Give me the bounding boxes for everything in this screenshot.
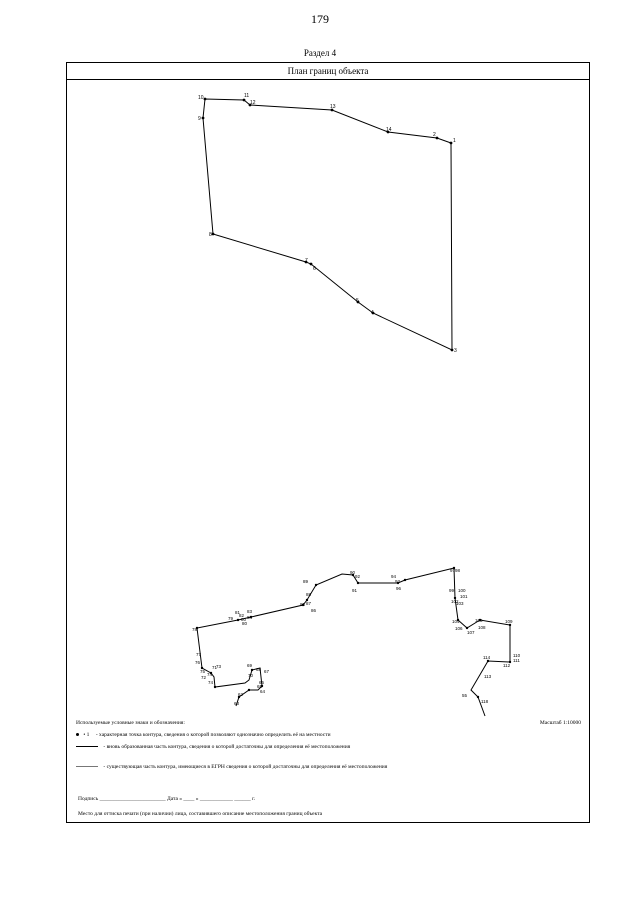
section-title: Раздел 4 [303,48,337,58]
svg-text:64: 64 [260,689,266,694]
legend-item-existing-line: - существующая часть контура, имеющиеся … [76,764,396,771]
page-number: 179 [311,12,329,26]
svg-text:82: 82 [239,613,245,618]
svg-text:85: 85 [300,602,306,607]
svg-text:87: 87 [306,601,312,606]
svg-text:105: 105 [475,618,483,623]
svg-text:7: 7 [305,258,308,264]
svg-text:74: 74 [208,680,214,685]
legend-point-text: - характерная точка контура, сведения о … [95,732,331,738]
svg-text:103: 103 [456,601,464,606]
svg-text:101: 101 [460,594,468,599]
svg-text:88: 88 [306,592,312,597]
svg-text:94: 94 [391,574,397,579]
legend-point-label: • 1 [83,732,90,738]
svg-text:71: 71 [212,665,218,670]
svg-text:89: 89 [303,579,309,584]
svg-text:76: 76 [195,660,201,665]
svg-text:12: 12 [250,100,256,106]
svg-text:83: 83 [247,609,253,614]
solid-line-icon [76,746,98,748]
svg-text:102: 102 [451,599,459,604]
grey-line-icon [76,766,98,768]
legend-item-new-line: - вновь образованная часть контура, свед… [76,744,396,751]
legend-heading: Используемые условные знаки и обозначени… [76,720,185,726]
svg-text:80: 80 [241,617,247,622]
svg-text:106: 106 [455,626,463,631]
legend-item-point: • 1 - характерная точка контура, сведени… [76,732,331,739]
svg-text:113: 113 [484,674,492,679]
svg-text:78: 78 [192,627,198,632]
svg-text:91: 91 [352,588,358,593]
svg-text:81: 81 [235,610,241,615]
svg-text:79: 79 [228,616,234,621]
svg-text:98: 98 [455,568,461,573]
svg-text:99: 99 [449,588,455,593]
svg-text:77: 77 [196,652,202,657]
svg-text:11: 11 [244,93,249,99]
svg-text:97: 97 [450,568,456,573]
svg-text:1: 1 [453,138,456,144]
legend-existing-line-text: - существующая часть контура, имеющиеся … [103,764,388,770]
svg-text:73: 73 [216,664,222,669]
svg-text:62: 62 [238,692,244,697]
svg-text:4: 4 [371,310,374,316]
point-marker-icon [76,733,79,737]
frame-title: План границ объекта [67,63,589,80]
svg-text:96: 96 [396,586,402,591]
svg-text:55: 55 [462,693,468,698]
svg-text:74: 74 [207,672,213,677]
svg-text:65: 65 [257,684,263,689]
legend-new-line-text: - вновь образованная часть контура, свед… [103,744,351,750]
svg-text:92: 92 [355,574,361,579]
svg-text:14: 14 [386,127,392,133]
svg-text:66: 66 [259,680,265,685]
svg-text:67: 67 [264,669,270,674]
svg-text:114: 114 [483,655,491,660]
svg-text:84: 84 [247,615,253,620]
lower-contour-points [195,566,512,699]
signature-line: Подпись ________________________ Дата « … [78,796,256,802]
svg-text:109: 109 [505,619,513,624]
svg-text:111: 111 [513,658,520,663]
svg-text:70: 70 [248,673,254,678]
svg-text:68: 68 [256,667,262,672]
stamp-note: Место для оттиска печати (при наличии) л… [78,811,323,817]
svg-text:107: 107 [467,630,475,635]
svg-text:93: 93 [395,579,401,584]
svg-text:104: 104 [452,619,460,624]
svg-text:75: 75 [200,669,206,674]
svg-text:63: 63 [234,701,240,706]
upper-contour [202,98,453,351]
svg-text:6: 6 [313,266,316,272]
svg-text:13: 13 [330,104,336,110]
svg-text:8: 8 [209,232,212,238]
svg-text:100: 100 [458,588,466,593]
document-frame: План границ объекта [66,62,590,823]
svg-text:108: 108 [478,625,486,630]
svg-text:110: 110 [513,653,521,658]
upper-contour-points [201,97,454,352]
svg-text:10: 10 [198,95,204,101]
svg-text:112: 112 [503,663,511,668]
svg-text:5: 5 [356,298,359,304]
svg-text:118: 118 [481,699,489,704]
svg-text:86: 86 [311,608,317,613]
svg-text:9: 9 [198,116,201,122]
svg-text:72: 72 [201,675,207,680]
svg-text:69: 69 [247,663,253,668]
scale-label: Масштаб 1:10000 [539,720,581,726]
svg-text:2: 2 [433,132,436,138]
svg-text:3: 3 [454,348,457,354]
svg-text:90: 90 [350,570,356,575]
svg-text:80: 80 [242,621,248,626]
